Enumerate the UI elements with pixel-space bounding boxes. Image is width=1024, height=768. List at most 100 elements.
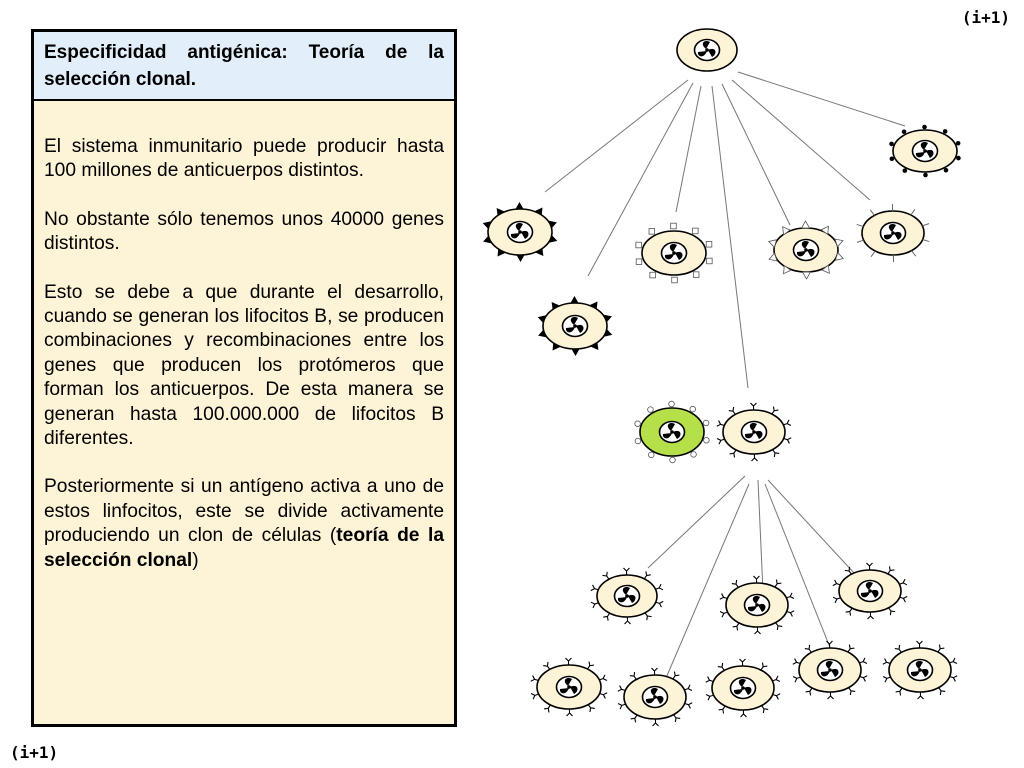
chromatin-mark	[510, 233, 520, 239]
receptor-triangle-mark	[590, 342, 599, 351]
receptor-circle-mark	[634, 437, 642, 445]
receptor-circle-mark	[648, 451, 655, 459]
chromatin-mark	[564, 677, 572, 686]
receptor-antibody-mark	[786, 610, 795, 617]
receptor-antibody-mark	[719, 611, 728, 618]
receptor-antibody-mark	[859, 657, 868, 664]
nucleolus-mark	[573, 324, 577, 328]
receptor-square-mark	[692, 227, 699, 235]
receptor-antibody-mark	[754, 626, 761, 635]
receptor-antibody-mark	[899, 578, 908, 586]
receptor-antibody-mark	[586, 661, 595, 670]
nucleolus-mark	[752, 430, 756, 434]
receptor-antibody-mark	[783, 437, 792, 444]
receptor-antibody-mark	[599, 692, 608, 699]
chromatin-mark	[871, 589, 879, 598]
receptor-antibody-mark	[832, 579, 841, 587]
nucleolus-mark	[868, 589, 872, 593]
receptor-triangle-mark	[590, 301, 598, 310]
receptor-dot-mark	[901, 129, 907, 135]
receptor-antibody-mark	[751, 453, 758, 462]
chromatin-mark	[667, 422, 675, 431]
nucleolus-mark	[755, 603, 759, 607]
lymphocyte-cell	[635, 222, 713, 284]
nucleolus-mark	[923, 149, 927, 153]
nucleolus-mark	[804, 248, 808, 252]
chromatin-mark	[865, 581, 873, 590]
chromatin-mark	[675, 251, 683, 260]
receptor-open-triangle-mark	[782, 226, 791, 236]
receptor-triangle-mark	[549, 220, 557, 229]
lymphocyte-cell	[537, 296, 613, 356]
connector-lines	[544, 71, 906, 686]
receptor-antibody-mark	[603, 612, 611, 621]
chromatin-mark	[521, 230, 529, 239]
chromatin-mark	[559, 688, 569, 694]
lymphocyte-cell	[590, 567, 664, 625]
receptor-antibody-mark	[629, 671, 637, 680]
receptor-open-triangle-mark	[768, 252, 778, 262]
receptor-triangle-mark	[570, 296, 579, 304]
connector-line	[764, 483, 834, 656]
receptor-square-mark	[649, 271, 656, 279]
receptor-antibody-mark	[882, 658, 891, 665]
receptor-antibody-mark	[859, 675, 868, 682]
receptor-circle-mark	[702, 419, 710, 427]
receptor-antibody-mark	[602, 571, 610, 580]
receptor-circle-mark	[669, 456, 676, 464]
receptor-circle-mark	[647, 406, 654, 413]
receptor-dot-mark	[889, 141, 894, 147]
receptor-antibody-mark	[895, 687, 903, 696]
receptor-antibody-mark	[565, 657, 572, 666]
chromatin-mark	[645, 698, 655, 704]
receptor-antibody-mark	[888, 607, 896, 616]
chromatin-mark	[910, 671, 920, 677]
chromatin-mark	[697, 51, 707, 57]
explanation-textbox: Especificidad antigénica: Teoría de la s…	[31, 29, 457, 727]
chromatin-mark	[831, 668, 839, 677]
chromatin-mark	[894, 231, 902, 240]
receptor-antibody-mark	[655, 583, 664, 591]
receptor-antibody-mark	[760, 662, 768, 671]
lymphocyte-cell	[482, 202, 558, 262]
lymphocyte-cell	[719, 575, 795, 635]
receptor-triangle-mark	[537, 315, 546, 324]
receptor-square-mark	[670, 222, 677, 230]
receptor-antibody-mark	[673, 714, 681, 723]
receptor-antibody-mark	[716, 438, 725, 445]
receptor-antibody-mark	[938, 687, 946, 696]
receptor-square-mark	[648, 228, 656, 235]
nucleolus-mark	[828, 668, 832, 672]
receptor-triangle-mark	[535, 207, 543, 216]
receptor-antibody-mark	[772, 675, 781, 682]
nucleolus-mark	[567, 685, 571, 689]
receptor-triangle-mark	[571, 348, 580, 356]
receptor-circle-mark	[668, 400, 675, 408]
chromatin-mark	[807, 248, 815, 257]
chromatin-mark	[650, 687, 658, 696]
lymphocyte-cell	[705, 658, 781, 718]
receptor-antibody-mark	[599, 674, 608, 681]
receptor-antibody-mark	[624, 616, 631, 625]
receptor-antibody-mark	[882, 676, 891, 683]
receptor-tick-mark	[922, 223, 930, 227]
receptor-antibody-mark	[543, 704, 552, 713]
receptor-circle-mark	[689, 405, 696, 413]
nucleolus-mark	[672, 251, 676, 255]
receptor-square-mark	[635, 241, 642, 249]
receptor-dot-mark	[955, 140, 961, 146]
lymphocyte-cell	[716, 402, 792, 462]
nucleolus-mark	[625, 594, 629, 598]
receptor-dot-mark	[902, 168, 908, 173]
chromatin-mark	[796, 251, 806, 257]
receptor-antibody-mark	[772, 693, 781, 700]
receptor-antibody-mark	[543, 661, 551, 670]
receptor-antibody-mark	[792, 676, 801, 683]
chromatin-mark	[662, 433, 672, 439]
lymphocyte-cell	[617, 667, 693, 727]
chromatin-mark	[708, 48, 716, 57]
receptor-antibody-mark	[774, 579, 782, 588]
chromatin-mark	[673, 430, 681, 439]
receptor-triangle-mark	[549, 234, 558, 243]
clonal-selection-term: teoría de la selección clonal	[44, 525, 444, 571]
